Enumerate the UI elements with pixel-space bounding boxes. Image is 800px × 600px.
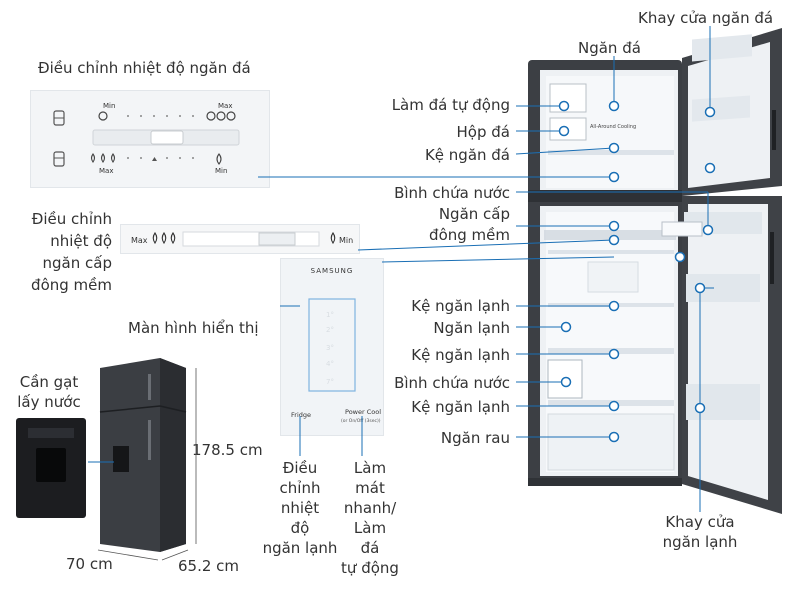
soft-slider-track (182, 231, 320, 247)
airflow-label: All-Around Cooling (590, 124, 636, 130)
soft-freeze-label: Ngăn cấp đông mềm (429, 205, 510, 244)
display-screen-label: Màn hình hiển thị (128, 319, 259, 337)
freezer-door-tray-label: Khay cửa ngăn đá (638, 9, 774, 27)
water-dispenser-closeup (16, 418, 86, 518)
min-top-text: Min (103, 102, 115, 110)
freezer-shelf-label: Kệ ngăn đá (424, 146, 510, 164)
ice-box-label: Hộp đá (456, 123, 510, 141)
fridge-label: Ngăn lạnh (433, 319, 510, 337)
temp-2: 2° (326, 326, 334, 334)
temp-5: 7° (326, 378, 334, 386)
freezer-slider-thumb (150, 130, 184, 145)
depth-label: 65.2 cm (178, 557, 240, 575)
soft-slider-thumb (258, 232, 296, 246)
freezer-control-panel: Min Max Max Min (30, 90, 270, 188)
fridge-shelf-2-label: Kệ ngăn lạnh (411, 346, 510, 364)
power-cool-label: Làm mát nhanh/ Làm đá tự động (341, 459, 399, 577)
fridge-temp-adjust-label: Điều chỉnh nhiệt độ ngăn lạnh (262, 459, 338, 557)
display-panel: SAMSUNG 1° 2° 3° 4° 7° Fridge Power Cool… (280, 258, 384, 436)
power-cool-button-label: Power Cool (345, 408, 381, 416)
fridge-shelf-3-label: Kệ ngăn lạnh (411, 398, 510, 416)
ice-drop-icon (98, 111, 108, 121)
height-label: 178.5 cm (192, 441, 263, 459)
fridge-button-label: Fridge (291, 411, 311, 419)
water-drop-icons (90, 153, 116, 163)
open-fridge-illustration: All-Around Cooling (528, 28, 782, 514)
soft-min-text: Min (339, 236, 353, 245)
max-bottom-text: Max (99, 167, 113, 175)
fridge-icon (53, 151, 65, 167)
temp-3: 3° (326, 344, 334, 352)
min-bottom-text: Min (215, 167, 227, 175)
brand-logo: SAMSUNG (311, 267, 354, 275)
water-lever-label: Cần gạt lấy nước (17, 373, 81, 411)
fridge-shelf-1-label: Kệ ngăn lạnh (411, 297, 510, 315)
freezer-label: Ngăn đá (578, 39, 641, 57)
display-highlight-box (308, 298, 356, 392)
auto-ice-maker-label: Làm đá tự động (391, 96, 510, 114)
small-fridge-illustration (88, 358, 197, 561)
water-tank-top-label: Bình chứa nước (394, 184, 510, 202)
vegetable-drawer-label: Ngăn rau (440, 429, 510, 447)
soft-freeze-temp-label: Điều chỉnh nhiệt độ ngăn cấp đông mềm (31, 210, 112, 294)
ice-temp-title: Điều chỉnh nhiệt độ ngăn đá (38, 59, 251, 77)
drop-icons (152, 232, 176, 244)
water-tank-bottom-label: Bình chứa nước (394, 374, 510, 392)
temp-4: 4° (326, 360, 334, 368)
fridge-door-tray-label: Khay cửa ngăn lạnh (662, 513, 738, 551)
power-cool-sub-label: (or On/Off (3sec)) (341, 418, 381, 424)
width-label: 70 cm (66, 555, 113, 573)
marker-dots (558, 100, 716, 443)
temp-1: 1° (326, 311, 334, 319)
soft-freeze-control-strip: Max Min (120, 224, 360, 254)
soft-max-text: Max (131, 236, 148, 245)
max-top-text: Max (218, 102, 232, 110)
